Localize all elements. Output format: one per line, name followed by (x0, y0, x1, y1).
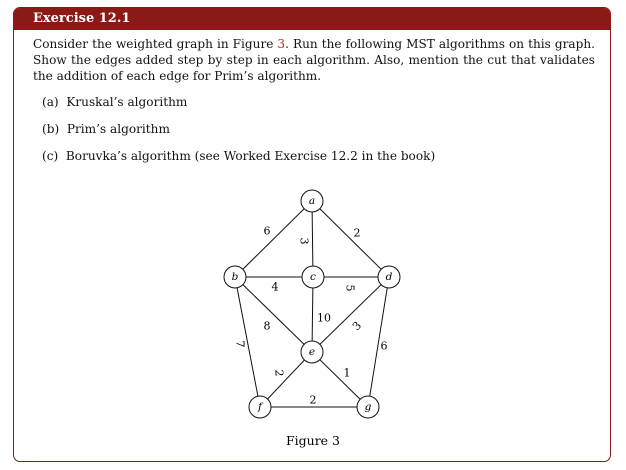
item-marker: (b) (42, 122, 60, 136)
edge-weight-e-f: 2 (273, 370, 286, 377)
item-text: Prim’s algorithm (66, 122, 170, 136)
node-label-e: e (309, 346, 315, 358)
intro-text-end: . Run the following MST algorithms on th… (33, 37, 595, 84)
node-circle (300, 189, 324, 213)
graph-node-b: b (223, 265, 247, 289)
graph-node-a: a (300, 189, 324, 213)
node-label-b: b (232, 271, 239, 283)
edge-weight-c-e: 10 (317, 312, 331, 325)
item-text: Kruskal’s algorithm (66, 95, 188, 109)
node-label-f: f (257, 401, 264, 413)
node-circle (356, 395, 380, 419)
edge-a-d (311, 200, 390, 278)
weighted-graph-figure: 6 3 2 4 5 8 10 3 7 6 2 1 2 a b c d e f g Figure 3 (223, 189, 401, 448)
node-label-d: d (386, 271, 393, 283)
intro-text-start: Consider the weighted graph in Figure (33, 37, 278, 51)
exercise-title: Exercise 12.1 (14, 8, 610, 30)
edge-e-f (259, 351, 313, 408)
edge-a-b (234, 200, 313, 278)
node-label-c: c (310, 271, 316, 283)
item-marker: (c) (42, 149, 59, 163)
exercise-intro: Consider the weighted graph in Figure 3.… (33, 36, 595, 85)
graph-edges (234, 200, 390, 408)
edge-weight-a-d: 2 (354, 227, 361, 240)
edge-weight-d-e: 3 (350, 319, 364, 333)
node-circle (377, 265, 401, 289)
list-item-b: (b) Prim’s algorithm (42, 122, 170, 137)
graph-node-g: g (356, 395, 380, 419)
figure-reference-link[interactable]: 3 (277, 37, 286, 51)
graph-node-e: e (300, 340, 324, 364)
edge-c-e (311, 276, 314, 353)
node-label-a: a (309, 195, 315, 207)
list-item-a: (a) Kruskal’s algorithm (42, 95, 187, 110)
edge-weights: 6 3 2 4 5 8 10 3 7 6 2 1 2 (234, 225, 388, 407)
edge-weight-a-c: 3 (298, 238, 311, 245)
exercise-box: Exercise 12.1 Consider the weighted grap… (13, 7, 611, 462)
edge-b-f (234, 276, 261, 408)
edge-weight-b-e: 8 (264, 320, 271, 333)
edge-weight-d-g: 6 (381, 340, 388, 353)
graph-node-f: f (248, 395, 272, 419)
node-circle (248, 395, 272, 419)
edge-weight-a-b: 6 (264, 225, 271, 238)
edge-weight-c-d: 5 (344, 285, 357, 292)
edge-b-e (234, 276, 313, 353)
graph-nodes: a b c d e f g (223, 189, 401, 419)
list-item-c: (c) Boruvka’s algorithm (see Worked Exer… (42, 149, 435, 164)
node-circle (300, 340, 324, 364)
node-circle (301, 265, 325, 289)
node-label-g: g (365, 401, 372, 413)
node-circle (223, 265, 247, 289)
edge-weight-b-c: 4 (272, 281, 279, 294)
item-marker: (a) (42, 95, 59, 109)
item-text: Boruvka’s algorithm (see Worked Exercise… (65, 149, 436, 163)
edge-weight-e-g: 1 (344, 367, 351, 380)
edge-weight-b-f: 7 (234, 341, 247, 348)
figure-caption: Figure 3 (286, 433, 340, 448)
graph-node-d: d (377, 265, 401, 289)
edge-d-g (367, 276, 390, 408)
edge-e-g (311, 351, 369, 408)
graph-node-c: c (301, 265, 325, 289)
edge-d-e (311, 276, 390, 353)
edge-a-c (311, 200, 314, 278)
edge-weight-f-g: 2 (310, 394, 317, 407)
